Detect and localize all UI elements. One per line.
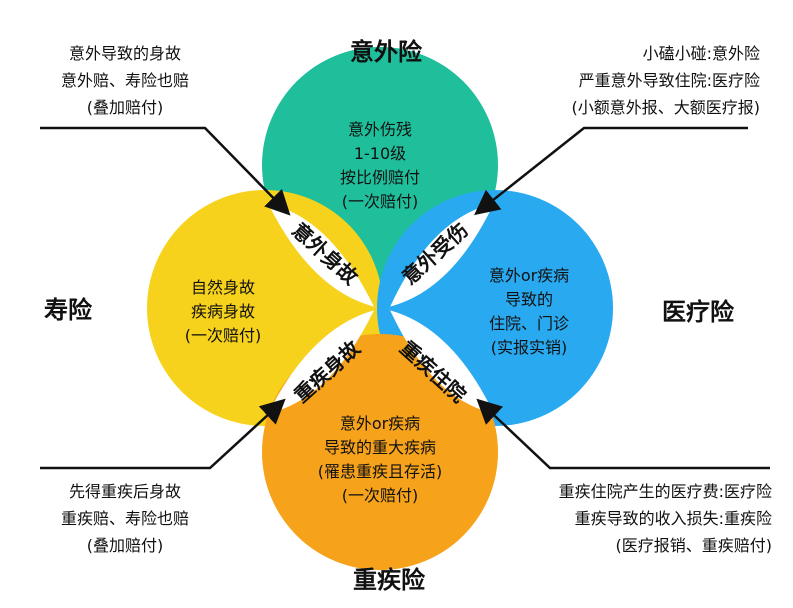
- text-line: (一次赔付): [341, 486, 419, 505]
- text-line: (一次赔付): [184, 326, 262, 345]
- text-line: 导致的: [504, 290, 553, 309]
- note-line: (医疗报销、重疾赔付): [615, 536, 773, 555]
- note-top-right: 小磕小碰:意外险 严重意外导致住院:医疗险 (小额意外报、大额医疗报): [520, 40, 761, 121]
- callout-line-top-left: [40, 126, 291, 216]
- note-line: 小磕小碰:意外险: [642, 44, 760, 63]
- note-line: 意外赔、寿险也赔: [60, 71, 189, 90]
- text-line: 自然身故: [190, 278, 255, 297]
- callout-line-top-right: [474, 126, 748, 216]
- life-circle-text: 自然身故 疾病身故 (一次赔付): [168, 276, 278, 348]
- lens-critical-death: [268, 310, 374, 414]
- text-line: 按比例赔付: [339, 168, 420, 187]
- text-line: (一次赔付): [341, 192, 419, 211]
- note-line: 重疾赔、寿险也赔: [60, 509, 189, 528]
- text-line: 住院、门诊: [488, 314, 569, 333]
- note-bottom-left: 先得重疾后身故 重疾赔、寿险也赔 (叠加赔付): [40, 478, 210, 559]
- lens-accident-injury: [390, 203, 494, 307]
- note-bottom-right: 重疾住院产生的医疗费:医疗险 重疾导致的收入损失:重疾险 (医疗报销、重疾赔付): [520, 478, 772, 559]
- note-line: (叠加赔付): [86, 536, 164, 555]
- note-line: 重疾住院产生的医疗费:医疗险: [558, 482, 772, 501]
- note-line: 先得重疾后身故: [68, 482, 181, 501]
- text-line: (实报实销): [490, 338, 568, 357]
- note-line: 意外导致的身故: [68, 44, 181, 63]
- note-line: (叠加赔付): [86, 98, 164, 117]
- callout-line-bottom-right: [476, 398, 770, 470]
- lens-critical-hospital: [390, 310, 494, 414]
- note-line: 重疾导致的收入损失:重疾险: [574, 509, 772, 528]
- circle-critical: [262, 334, 498, 570]
- text-line: 意外or疾病: [339, 414, 421, 433]
- text-line: 疾病身故: [190, 302, 255, 321]
- text-line: 导致的重大疾病: [323, 438, 436, 457]
- text-line: 1-10级: [353, 144, 407, 163]
- critical-circle-text: 意外or疾病 导致的重大疾病 (罹患重疾且存活) (一次赔付): [310, 412, 450, 508]
- title-critical: 重疾险: [353, 566, 425, 594]
- text-line: 意外伤残: [347, 120, 412, 139]
- lens-accident-death: [268, 203, 374, 307]
- note-top-left: 意外导致的身故 意外赔、寿险也赔 (叠加赔付): [40, 40, 210, 121]
- title-accident: 意外险: [350, 38, 422, 66]
- text-line: (罹患重疾且存活): [317, 462, 443, 481]
- note-line: 严重意外导致住院:医疗险: [578, 71, 760, 90]
- callout-line-bottom-left: [40, 398, 286, 470]
- title-medical: 医疗险: [662, 298, 734, 326]
- title-life: 寿险: [44, 296, 92, 324]
- accident-circle-text: 意外伤残 1-10级 按比例赔付 (一次赔付): [318, 118, 442, 214]
- note-line: (小额意外报、大额医疗报): [571, 98, 761, 117]
- text-line: 意外or疾病: [488, 266, 570, 285]
- medical-circle-text: 意外or疾病 导致的 住院、门诊 (实报实销): [474, 264, 584, 360]
